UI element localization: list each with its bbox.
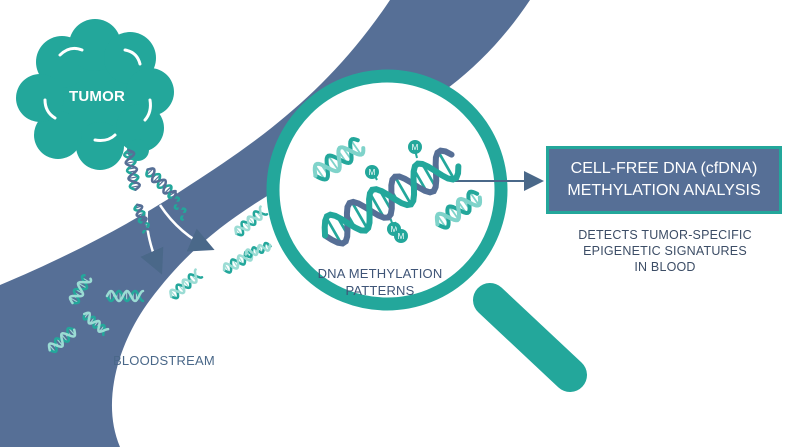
svg-text:M: M — [369, 168, 376, 177]
dna-helix-icon — [434, 189, 483, 230]
analysis-title-box: CELL-FREE DNA (cfDNA) METHYLATION ANALYS… — [546, 146, 782, 214]
methyl-marker-icon: M — [408, 140, 422, 159]
dna-helix-icon — [244, 241, 272, 259]
magnifying-glass-icon — [266, 69, 587, 392]
title-line: CELL-FREE DNA (cfDNA) — [570, 160, 758, 177]
dna-helix-icon — [167, 190, 190, 221]
dna-helix-icon — [321, 147, 462, 247]
dna-helix-icon — [122, 149, 142, 191]
methylation-patterns-label: DNA METHYLATION PATTERNS — [310, 265, 450, 299]
dna-helix-icon — [105, 289, 145, 303]
description-line: EPIGENETIC SIGNATURES — [583, 244, 747, 258]
svg-text:M: M — [412, 143, 419, 152]
dna-helix-icon — [222, 250, 254, 274]
description-text: DETECTS TUMOR-SPECIFIC EPIGENETIC SIGNAT… — [560, 227, 770, 275]
dna-helix-icon — [133, 203, 152, 234]
dna-helix-icon — [169, 268, 204, 300]
methyl-marker-icon: M — [365, 165, 379, 181]
dna-helix-icon — [47, 326, 77, 354]
methyl-marker-icon: M — [394, 221, 408, 243]
tumor-cloud-icon — [16, 19, 174, 170]
dna-helix-icon — [68, 274, 93, 305]
svg-text:M: M — [398, 232, 405, 241]
title-line: METHYLATION ANALYSIS — [567, 182, 761, 199]
dna-helix-icon — [82, 311, 110, 337]
lens-label-line: PATTERNS — [345, 283, 415, 298]
arrow-icon — [158, 204, 215, 252]
tumor-label: TUMOR — [69, 88, 125, 105]
lens-label-line: DNA METHYLATION — [317, 266, 443, 281]
svg-text:M: M — [391, 225, 398, 234]
dna-helix-icon — [234, 205, 269, 237]
description-line: IN BLOOD — [634, 260, 696, 274]
dna-helix-icon — [312, 136, 366, 182]
description-line: DETECTS TUMOR-SPECIFIC — [578, 228, 752, 242]
bloodstream-label: BLOODSTREAM — [113, 353, 215, 368]
